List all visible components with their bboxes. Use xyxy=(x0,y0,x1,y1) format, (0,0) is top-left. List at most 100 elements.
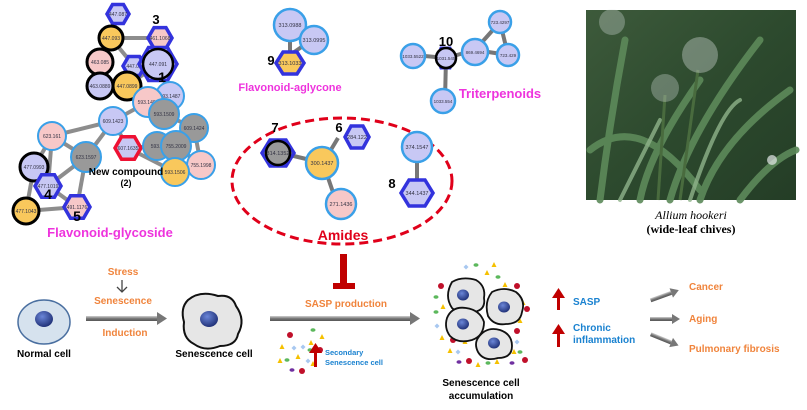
network-triterpenoids: 1033.5522 1031.545 10 869.4694 723.4297 … xyxy=(399,9,541,115)
sasp-particle xyxy=(440,304,446,309)
sasp-particle xyxy=(509,361,515,365)
outcome-pulmonary-fibrosis: Pulmonary fibrosis xyxy=(689,344,780,355)
accumulation-label-line1: Senescence cell xyxy=(442,378,519,389)
network-node xyxy=(272,7,308,43)
node-label: 477.1019 xyxy=(38,184,59,190)
sasp-particle xyxy=(514,328,520,334)
network-node xyxy=(324,187,358,221)
up-arrow-icon xyxy=(552,288,565,310)
node-hexagon xyxy=(112,134,144,162)
sasp-production-label: SASP production xyxy=(305,299,387,310)
sasp-particle xyxy=(491,262,497,267)
node-label: 609.1423 xyxy=(103,119,124,125)
sasp-particle xyxy=(300,344,306,350)
up-arrow-icon xyxy=(552,324,565,347)
node-label: 593.1509 xyxy=(154,112,175,118)
node-label: 461.1068 xyxy=(150,36,171,42)
node-hexagon xyxy=(104,2,132,26)
node-label: 477.0993 xyxy=(24,165,45,171)
secondary-senescence-label-line1: Secondary xyxy=(325,348,364,357)
plant-photo: Allium hookeri (wide-leaf chives) xyxy=(586,9,800,236)
node-label: 463.085 xyxy=(91,60,109,66)
node-label: 1033.554 xyxy=(434,99,453,104)
network-node xyxy=(304,145,340,181)
senescence-cell-cluster xyxy=(445,277,525,361)
senescence-cell xyxy=(447,277,486,315)
new-compound-label: New compound xyxy=(89,167,163,178)
network-node xyxy=(298,24,330,56)
node-label: 447.091 xyxy=(149,62,167,68)
node-label: 300.1437 xyxy=(311,161,334,167)
node-label: 477.1043 xyxy=(16,209,37,215)
network-node: 593.1509 xyxy=(148,98,180,130)
node-label: 593.1 xyxy=(151,144,164,150)
network-flavonoid-aglycone: 313.0988 313.0995 313.1033 9 Flavonoid-a… xyxy=(238,7,342,94)
chronic-inflammation-label-line2: inflammation xyxy=(573,335,635,346)
network-node xyxy=(434,46,458,70)
network-node xyxy=(429,87,457,115)
network-node xyxy=(460,37,490,67)
network-node: 623.1597 xyxy=(70,141,102,173)
node-label: 271.1436 xyxy=(330,202,353,208)
compound-number-3: 3 xyxy=(152,12,159,27)
compound-number-6: 6 xyxy=(335,120,342,135)
normal-cell xyxy=(17,299,71,345)
node-label: 284.122 xyxy=(347,135,367,141)
compound-number-7: 7 xyxy=(271,120,278,135)
sasp-increase-label: SASP xyxy=(573,297,601,308)
network-node: 447.091 xyxy=(136,45,180,83)
node-label: 314.1352 xyxy=(267,151,290,157)
node-label: 447.0899 xyxy=(117,84,138,90)
sasp-particle xyxy=(433,295,439,299)
senescence-cell xyxy=(475,328,513,361)
sasp-particle xyxy=(495,275,501,279)
sasp-particle xyxy=(287,332,293,338)
node-label: 869.4694 xyxy=(466,50,485,55)
sasp-particle xyxy=(473,263,479,267)
senescence-cell xyxy=(485,288,525,326)
sasp-particle xyxy=(466,358,472,364)
network-node-hexagon xyxy=(343,124,371,150)
sasp-particle xyxy=(485,361,491,365)
network-node: 755.1998 xyxy=(186,150,216,180)
node-hexagon xyxy=(32,172,64,200)
node-label: 723.429 xyxy=(500,53,517,58)
cluster-label-flavonoid-glycoside: Flavonoid-glycoside xyxy=(47,225,173,240)
network-node: 463.085 xyxy=(85,47,115,77)
sasp-particle xyxy=(447,348,453,353)
network-node: 593.1506 xyxy=(160,157,190,187)
sasp-particle xyxy=(494,359,500,364)
network-node: 755.2009 xyxy=(160,130,192,162)
new-compound-number: (2) xyxy=(121,178,132,188)
compound-number-5: 5 xyxy=(73,208,81,224)
sasp-particle xyxy=(284,358,290,362)
nucleus-icon xyxy=(200,311,218,327)
compound-number-9: 9 xyxy=(267,53,274,68)
sasp-particle xyxy=(295,354,301,359)
network-node: 477.1019 xyxy=(32,172,64,200)
network-node: 607.1635 xyxy=(112,134,144,162)
node-label: 593.1487 xyxy=(160,94,181,100)
node-label: 447.09 xyxy=(126,64,142,70)
secondary-senescence-label-line2: Senescence cell xyxy=(325,358,383,367)
network-node: 447.0899 xyxy=(111,70,143,102)
network-node-hexagon xyxy=(398,178,436,208)
sasp-particle xyxy=(514,283,520,289)
sasp-particle xyxy=(456,360,462,364)
normal-cell-label: Normal cell xyxy=(17,349,71,360)
node-label: 447.087 xyxy=(109,12,127,18)
network-node xyxy=(495,42,521,68)
node-label: 447.093 xyxy=(102,36,120,42)
node-label: 463.0889 xyxy=(90,84,111,90)
node-label: 374.1547 xyxy=(406,145,429,151)
node-label: 607.1635 xyxy=(118,146,139,152)
network-node: 447.093 xyxy=(97,24,125,52)
senescence-induction-label-line1: Senescence xyxy=(94,296,152,307)
sasp-particle xyxy=(305,358,311,364)
node-label: 1031.545 xyxy=(437,56,456,61)
sasp-particle xyxy=(319,334,325,339)
senescence-cell xyxy=(181,292,243,350)
network-node xyxy=(487,9,513,35)
plant-common-name: (wide-leaf chives) xyxy=(647,222,736,236)
